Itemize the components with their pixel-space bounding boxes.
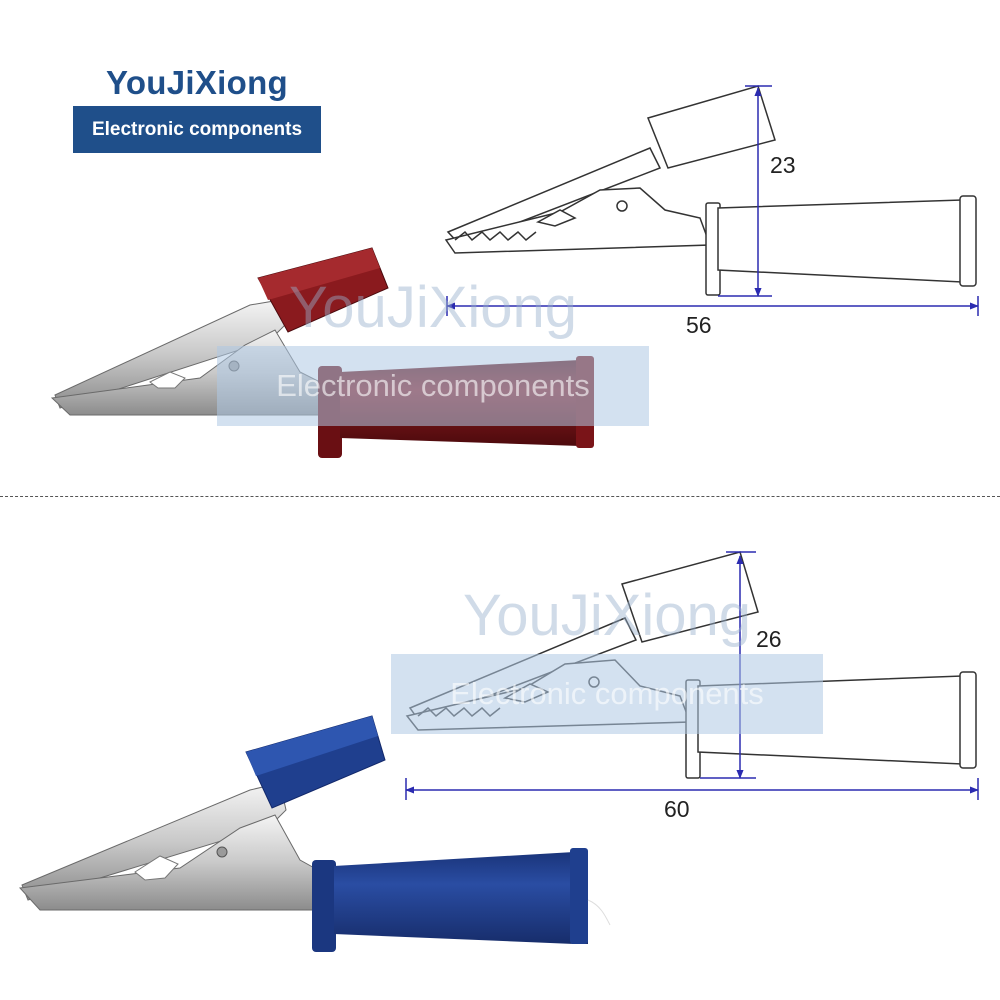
red-clip — [50, 247, 594, 458]
brand-name: YouJiXiong — [105, 64, 289, 101]
dimension-length-top: 56 — [686, 312, 712, 338]
blue-clip — [18, 715, 611, 952]
clip-line-drawing-bottom — [405, 551, 977, 779]
dimension-lines-top — [446, 85, 979, 316]
dimension-height-top: 23 — [770, 152, 796, 178]
section-divider — [0, 496, 1000, 497]
brand-tagline: Electronic components — [73, 106, 321, 153]
dimension-length-bottom: 60 — [664, 796, 690, 822]
brand-logo: YouJiXiong Electronic components — [73, 62, 321, 153]
dimension-height-bottom: 26 — [756, 626, 782, 652]
clip-line-drawing-top — [444, 85, 977, 296]
